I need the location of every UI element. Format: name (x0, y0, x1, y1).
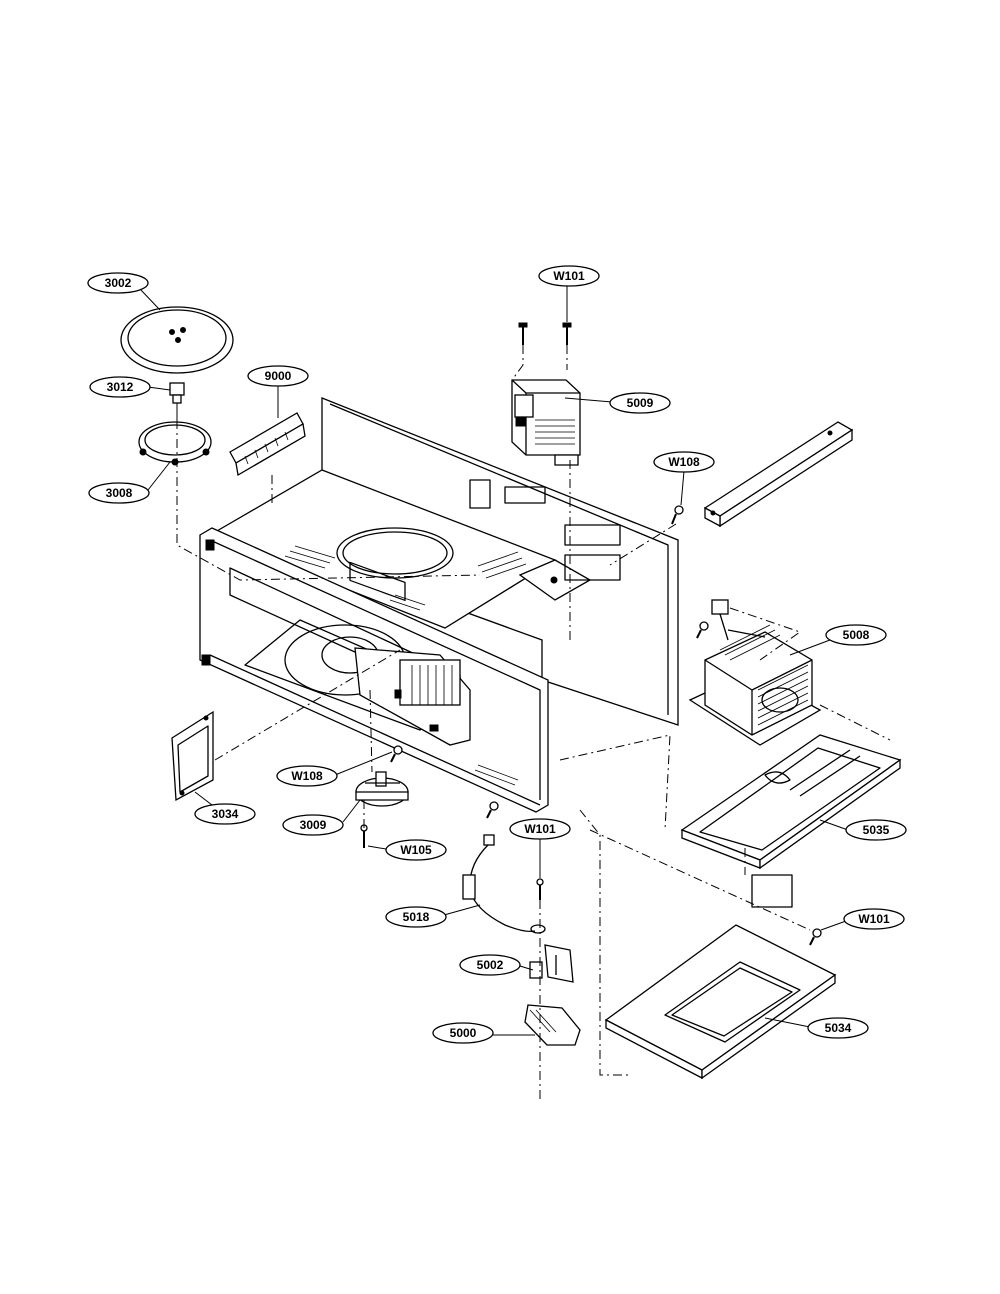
svg-text:5002: 5002 (477, 958, 504, 972)
svg-text:3009: 3009 (300, 818, 327, 832)
svg-text:W108: W108 (291, 769, 323, 783)
magnetron-part (511, 379, 581, 466)
callout-5018: 5018 (385, 906, 447, 928)
wire-harness-part (462, 834, 546, 934)
callout-5034: 5034 (807, 1017, 869, 1039)
svg-text:9000: 9000 (265, 369, 292, 383)
fuse-part (524, 1004, 581, 1046)
callout-w101-mid: W101 (509, 818, 571, 840)
base-plate-part (680, 734, 902, 908)
svg-text:5018: 5018 (403, 910, 430, 924)
callout-5035: 5035 (845, 819, 907, 841)
callout-3008: 3008 (88, 482, 150, 504)
svg-text:3008: 3008 (106, 486, 133, 500)
svg-text:3012: 3012 (107, 380, 134, 394)
turntable-motor-part (355, 771, 409, 807)
callout-5008: 5008 (825, 624, 887, 646)
callout-3002: 3002 (87, 272, 149, 294)
alignment-lines (176, 345, 891, 1100)
svg-text:5000: 5000 (450, 1026, 477, 1040)
callout-w108-right: W108 (653, 451, 715, 473)
svg-text:5035: 5035 (863, 823, 890, 837)
callout-5002: 5002 (459, 954, 521, 976)
callout-3009: 3009 (282, 814, 344, 836)
callout-w101-right: W101 (843, 908, 905, 930)
oven-cavity-part (199, 397, 679, 813)
screw-w101-mid (536, 878, 544, 900)
screw-w101-right (809, 928, 822, 946)
coupler-part (169, 382, 185, 420)
screw-near-transformer (696, 621, 709, 639)
sensor-part (711, 599, 766, 641)
svg-text:5009: 5009 (627, 396, 654, 410)
svg-text:5008: 5008 (843, 628, 870, 642)
transformer-part (688, 624, 822, 746)
callout-5000: 5000 (432, 1022, 494, 1044)
svg-text:W101: W101 (858, 912, 890, 926)
screws-w101-top (518, 322, 572, 345)
callout-w105: W105 (385, 839, 447, 861)
callout-9000: 9000 (247, 365, 309, 387)
svg-text:5034: 5034 (825, 1021, 852, 1035)
callout-w101-top: W101 (538, 265, 600, 287)
bottom-plate-part (604, 924, 837, 1080)
turntable-tray-part (120, 306, 234, 374)
callout-3034: 3034 (194, 803, 256, 825)
screw-w108-right (671, 505, 684, 525)
callout-w108-left: W108 (276, 765, 338, 787)
svg-text:W101: W101 (553, 269, 585, 283)
svg-text:W108: W108 (668, 455, 700, 469)
svg-text:3002: 3002 (105, 276, 132, 290)
callout-5009: 5009 (609, 392, 671, 414)
side-rail-part (703, 421, 854, 528)
svg-text:W105: W105 (400, 843, 432, 857)
svg-text:W101: W101 (524, 822, 556, 836)
screw-w105 (360, 824, 368, 848)
bar-part-9000 (229, 412, 306, 477)
callouts: 3002 3012 3008 9000 W101 5009 (87, 265, 907, 1044)
fuse-holder-part (529, 944, 574, 983)
roller-ring-part (138, 421, 212, 466)
screw-w108-left (390, 745, 403, 763)
svg-text:3034: 3034 (212, 807, 239, 821)
cover-part-3034 (171, 710, 214, 802)
callout-3012: 3012 (89, 376, 151, 398)
screw-cavity-bottom (486, 801, 499, 819)
